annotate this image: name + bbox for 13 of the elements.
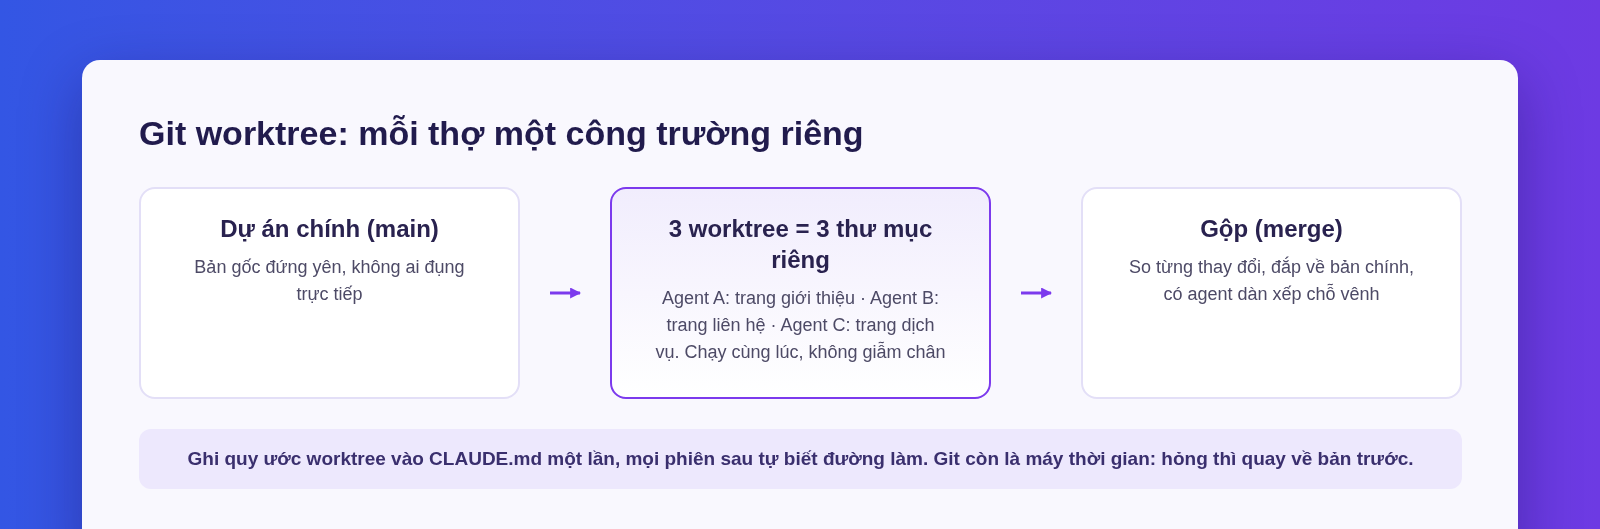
step-heading: 3 worktree = 3 thư mục riêng	[667, 214, 934, 275]
step-description: Bản gốc đứng yên, không ai đụng trực tiếp	[193, 256, 466, 306]
note-text: Ghi quy ước worktree vào CLAUDE.md một lần, mọi phiên sau tự biết đường làm. Git còn là máy thời gian: hỏng thì quay về bản trước.	[187, 447, 1414, 471]
arrow	[1021, 287, 1053, 299]
highlighted-step-box	[610, 187, 991, 399]
step-description: So từng thay đổi, đắp về bản chính, có agent dàn xếp chỗ vênh	[1127, 255, 1416, 306]
diagram-title: Git worktree: mỗi thợ một công trường riêng	[139, 113, 864, 154]
step-box	[139, 187, 520, 399]
step-description: Agent A: trang giới thiệu · Agent B: trang liên hệ · Agent C: trang dịch vụ. Chạy cùng lúc, không giẫm chân	[654, 287, 947, 364]
step-heading: Gộp (merge)	[1200, 214, 1343, 244]
step-heading: Dự án chính (main)	[220, 214, 439, 244]
step-box	[1081, 187, 1462, 399]
arrow	[550, 287, 582, 299]
